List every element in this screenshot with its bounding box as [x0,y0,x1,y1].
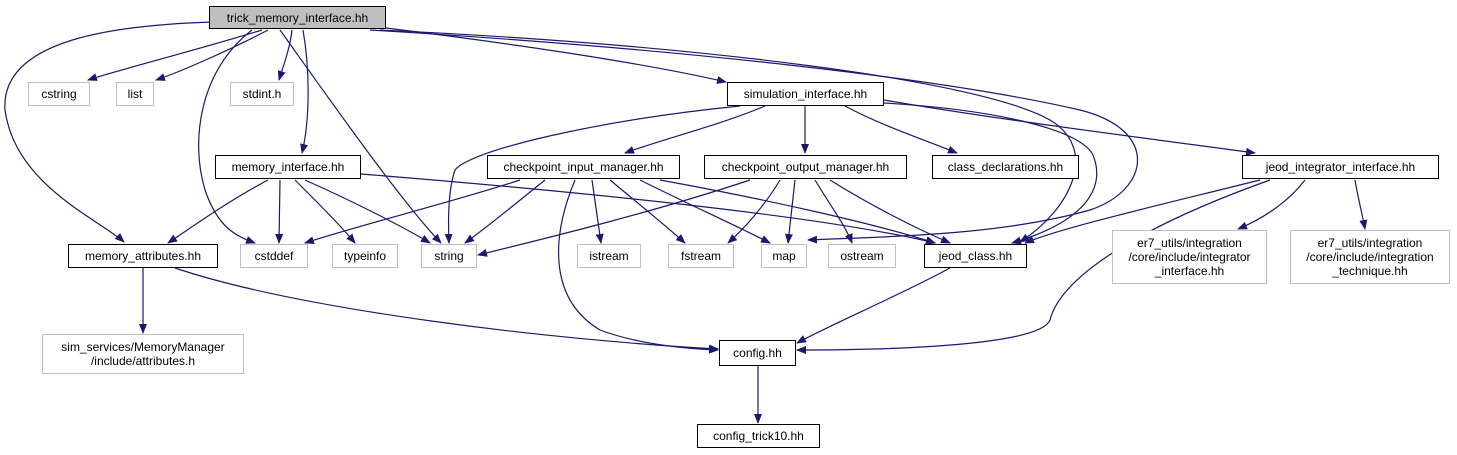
edge-mi-memory-attributes [167,179,269,244]
edge-root-cstddef [198,29,256,244]
edge-cim-istream [591,179,604,244]
edge-com-ostream [814,179,853,244]
node-jeod-integrator-interface[interactable]: jeod_integrator_interface.hh [1242,155,1439,179]
node-label: class_declarations.hh [947,160,1064,174]
node-label: ostream [840,249,884,263]
node-memory-interface[interactable]: memory_interface.hh [215,155,361,179]
node-label: memory_interface.hh [231,160,345,174]
edge-sim-string [444,105,741,244]
node-fstream: fstream [668,244,734,268]
node-er7-integrator-interface: er7_utils/integration /core/include/inte… [1112,230,1267,284]
node-label-line: _interface.hh [1154,264,1225,278]
edge-cim-map [639,179,771,244]
edge-sim-jii [883,99,1256,156]
edge-ma-config [174,267,719,353]
node-map: map [761,244,807,268]
edge-jii-config [796,179,1271,354]
node-label-line: _technique.hh [1332,264,1408,278]
node-label: jeod_integrator_interface.hh [1265,160,1416,174]
node-jeod-class[interactable]: jeod_class.hh [924,244,1027,268]
edge-cim-cstddef [304,179,521,245]
node-label-line: er7_utils/integration [1137,236,1242,250]
node-cstring: cstring [28,82,90,106]
node-label: jeod_class.hh [938,249,1013,263]
node-label-line: sim_services/MemoryManager [61,340,225,354]
node-config[interactable]: config.hh [719,340,796,366]
node-checkpoint-output-manager[interactable]: checkpoint_output_manager.hh [704,155,907,179]
node-label: string [434,249,464,263]
edge-sim-cd [844,105,958,154]
node-label: trick_memory_interface.hh [226,10,369,25]
edge-mi-jeod-class [360,173,936,245]
node-label-line: /include/attributes.h [90,354,196,368]
node-label: config_trick10.hh [713,429,804,443]
edge-root-jeod-class [379,29,1077,243]
node-checkpoint-input-manager[interactable]: checkpoint_input_manager.hh [487,155,680,179]
edge-sim-jeod-class [883,102,1098,245]
edge-cim-string [464,179,546,244]
edge-com-map [785,179,796,244]
edge-root-simulation [385,27,727,84]
edge-cim-config [558,179,719,354]
node-istream: istream [577,244,641,268]
node-label: checkpoint_output_manager.hh [721,160,890,174]
node-label: typeinfo [343,249,387,263]
node-label: list [127,87,143,101]
node-label: simulation_interface.hh [743,87,868,101]
node-class-declarations[interactable]: class_declarations.hh [932,155,1079,179]
node-label: memory_attributes.hh [84,249,202,263]
edge-sim-cim [624,105,766,154]
edge-root-cstring [87,29,263,81]
node-label-line: /core/include/integrator [1128,250,1251,264]
edge-jii-er7-ii [1237,179,1306,230]
node-label: config.hh [733,346,782,360]
edge-jii-er7-it [1354,179,1368,230]
node-er7-integration-technique: er7_utils/integration /core/include/inte… [1290,230,1450,284]
edge-root-string [279,29,442,244]
edge-jc-config [796,267,951,344]
node-list: list [116,82,154,106]
node-label: fstream [680,249,721,263]
edge-jii-jeod-class [1024,179,1261,244]
node-ostream: ostream [828,244,896,268]
node-typeinfo: typeinfo [332,244,398,268]
node-label: checkpoint_input_manager.hh [503,160,664,174]
edge-root-list [155,29,269,81]
edge-com-jeod-class [829,179,951,244]
node-label: cstddef [254,249,294,263]
edge-mi-cstddef [275,179,284,244]
edge-root-map [369,29,1138,244]
edge-cim-fstream [609,179,686,244]
edge-com-string [477,179,751,257]
node-label: istream [589,249,629,263]
node-label: stdint.h [242,87,282,101]
edge-mi-typeinfo [294,179,356,244]
node-memory-attributes[interactable]: memory_attributes.hh [68,244,218,268]
edge-com-fstream [727,179,781,244]
edge-cim-jeod-class [659,179,936,245]
node-cstddef: cstddef [240,244,308,268]
edge-root-memory-interface [300,29,309,154]
node-label: cstring [41,87,77,101]
node-config-trick10[interactable]: config_trick10.hh [697,424,820,448]
node-string: string [421,244,477,268]
edge-mi-string [304,179,431,244]
node-trick-memory-interface[interactable]: trick_memory_interface.hh [209,6,386,29]
edge-root-stdint [277,29,293,81]
node-label: map [772,249,796,263]
edge-root-memory-attributes [4,21,213,243]
node-sim-services-attributes: sim_services/MemoryManager /include/attr… [42,334,244,374]
node-simulation-interface[interactable]: simulation_interface.hh [727,82,884,106]
node-stdint: stdint.h [230,82,294,106]
node-label-line: er7_utils/integration [1317,236,1423,250]
node-label-line: /core/include/integration [1306,250,1434,264]
